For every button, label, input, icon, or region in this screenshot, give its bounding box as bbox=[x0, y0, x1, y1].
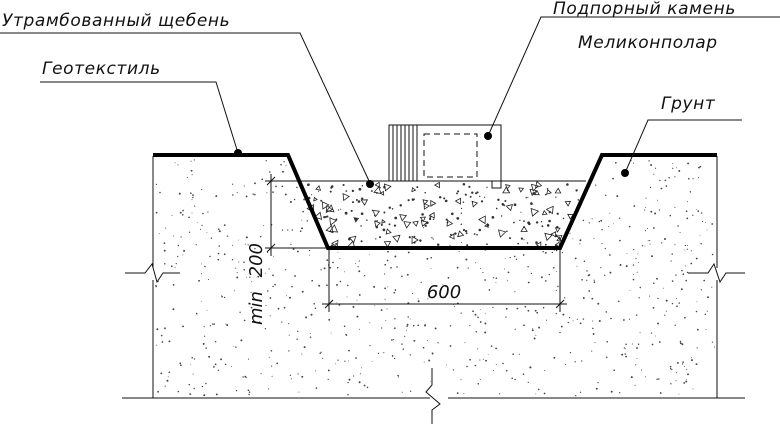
soil-texture bbox=[155, 159, 716, 397]
label-geotextile: Геотекстиль bbox=[42, 59, 161, 79]
label-soil: Грунт bbox=[661, 94, 716, 114]
break-symbol-bottom bbox=[425, 368, 441, 424]
label-retaining-stone-line1: Подпорный камень bbox=[553, 0, 736, 19]
break-symbol-right bbox=[688, 262, 745, 284]
leader-lines bbox=[0, 16, 780, 184]
depth-dimension-value: min 200 bbox=[246, 243, 267, 325]
break-symbol-left bbox=[125, 262, 180, 284]
gravel-texture bbox=[305, 180, 580, 249]
retaining-stone bbox=[388, 124, 502, 189]
depth-dimension-prefix: min bbox=[246, 291, 267, 325]
label-retaining-stone-line2: Меликонполар bbox=[578, 33, 718, 53]
width-dimension-value: 600 bbox=[427, 282, 461, 303]
width-dimension bbox=[322, 250, 567, 312]
label-compacted-gravel: Утрамбованный щебень bbox=[2, 11, 230, 31]
leader-dots bbox=[234, 132, 629, 188]
geotextile-line bbox=[153, 153, 717, 250]
depth-dimension bbox=[265, 174, 326, 256]
soil-outline bbox=[122, 156, 745, 399]
depth-dimension-number: 200 bbox=[246, 243, 267, 277]
